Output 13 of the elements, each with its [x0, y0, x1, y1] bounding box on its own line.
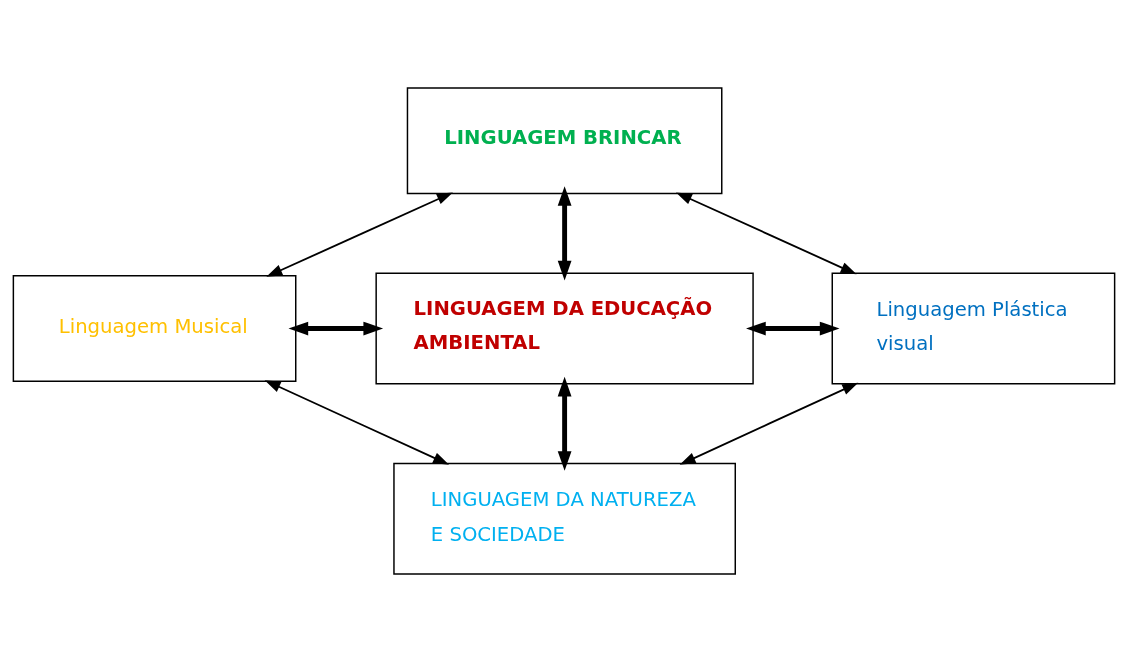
- arrow: [557, 185, 572, 280]
- node-box: LINGUAGEM DA EDUCAÇÃO AMBIENTAL: [375, 272, 754, 385]
- arrow: [746, 321, 840, 335]
- arrow: [264, 379, 450, 465]
- node-box: Linguagem Musical: [12, 274, 297, 382]
- arrow: [288, 321, 384, 335]
- arrow: [679, 382, 859, 465]
- arrow: [266, 191, 453, 277]
- node-box: LINGUAGEM DA NATUREZA E SOCIEDADE: [393, 462, 736, 575]
- arrow: [557, 376, 572, 471]
- node-box: Linguagem Plástica visual: [831, 272, 1116, 385]
- arrow: [675, 191, 857, 274]
- node-box: LINGUAGEM BRINCAR: [406, 86, 723, 194]
